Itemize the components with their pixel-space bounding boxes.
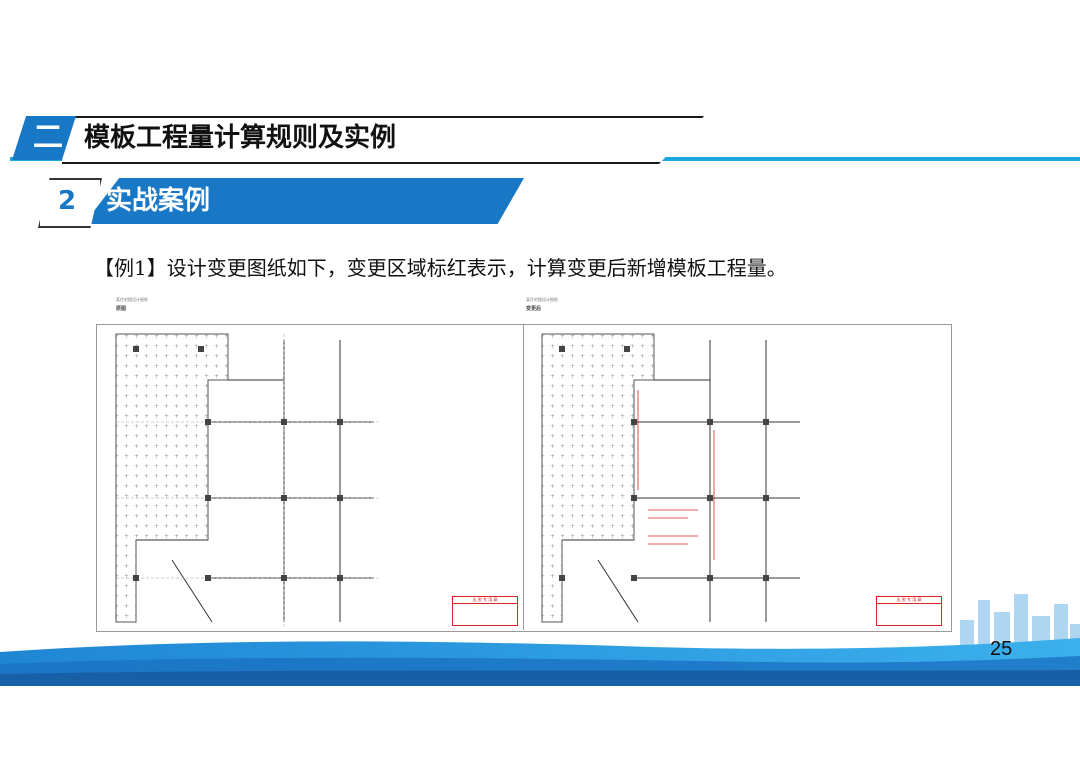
right-approval-stamp: 出 图 专 用 章 bbox=[876, 596, 942, 626]
left-sheet-header: 某住宅楼设计图纸 bbox=[116, 297, 148, 302]
page-number: 25 bbox=[990, 638, 1013, 660]
right-sheet-title: 变更后 bbox=[526, 306, 542, 312]
left-sheet-title: 原图 bbox=[116, 306, 127, 312]
example-description: 【例1】设计变更图纸如下，变更区域标红表示，计算变更后新增模板工程量。 bbox=[94, 256, 787, 280]
section1-title: 模板工程量计算规则及实例 bbox=[84, 123, 397, 153]
section2-number: 2 bbox=[57, 186, 77, 216]
section1-title-box bbox=[62, 116, 704, 164]
left-approval-stamp: 出 图 专 用 章 bbox=[452, 596, 518, 626]
revised-floor-plan bbox=[541, 333, 800, 623]
right-sheet-header: 某住宅楼设计图纸 bbox=[526, 297, 558, 302]
section1-number: 二 bbox=[33, 120, 63, 155]
original-floor-plan: + bbox=[115, 333, 378, 626]
drawing-frame bbox=[96, 324, 952, 632]
drawing-divider bbox=[523, 324, 524, 630]
city-skyline-decoration bbox=[0, 594, 1080, 686]
section2-title-bar bbox=[84, 178, 524, 224]
section2-title: 实战案例 bbox=[106, 186, 211, 216]
